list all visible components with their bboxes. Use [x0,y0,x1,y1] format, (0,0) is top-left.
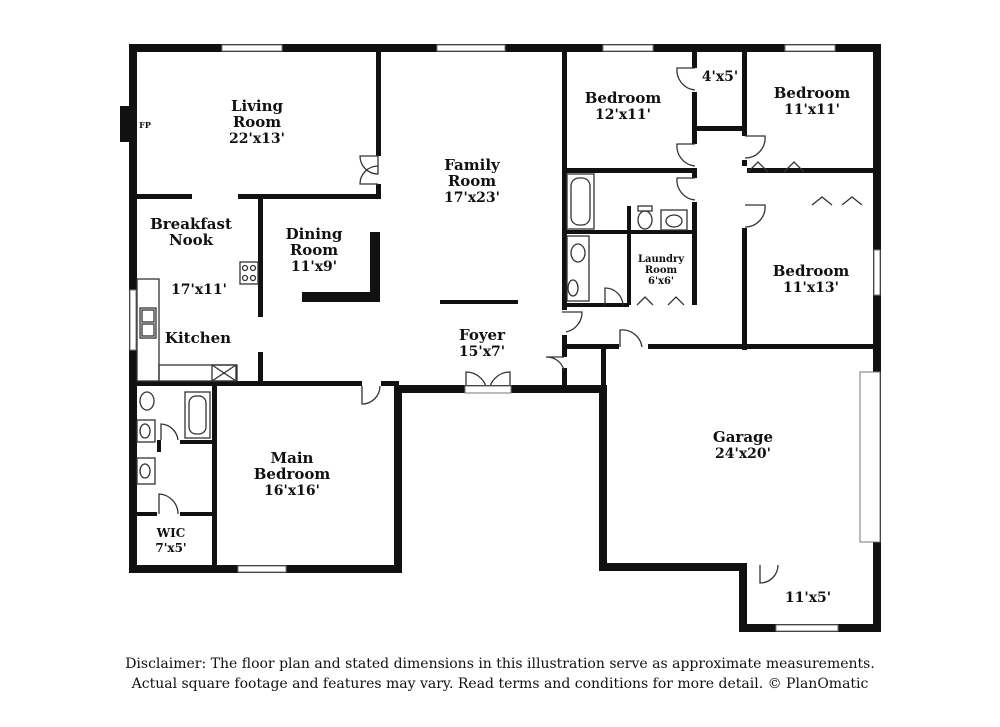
garage-dim: 24'x20' [715,446,771,462]
sink [136,419,156,443]
storage-dim: 11'x5' [785,590,831,606]
interior-walls [137,52,873,571]
kitchen-counter [136,278,160,382]
garage-name: Garage [713,428,773,446]
main-bedroom-dim: 16'x16' [264,483,320,499]
window [784,44,836,52]
sink [136,457,156,485]
windows [129,44,881,632]
laundry-room-name: Laundry [638,254,685,265]
window [873,249,881,296]
disclaimer-line-2: Actual square footage and features may v… [131,676,869,692]
toilet [637,210,653,230]
garage-door [859,371,881,543]
kitchen-name: Kitchen [165,329,231,347]
window [129,289,137,351]
main-bedroom-name: Main [271,449,314,467]
foyer-dim: 15'x7' [459,344,505,360]
bathtub [184,391,211,439]
wic-name: WIC [156,526,186,540]
sink [660,209,688,231]
fixtures [136,173,688,485]
foyer-name: Foyer [459,326,506,344]
sink [567,279,579,297]
bedroom-dim: 12'x11' [595,107,651,123]
fireplace-label: FP [139,120,151,130]
window [237,565,287,573]
family-room-name: Room [448,172,496,190]
family-room-name: Family [444,156,501,174]
disclaimer-line-1: Disclaimer: The floor plan and stated di… [125,656,875,672]
kitchen-dim: 17'x11' [171,282,227,298]
laundry-room-name: Room [645,265,678,276]
kitchen-sink [139,307,157,339]
breakfast-nook-name: Breakfast [150,215,232,233]
toilet [139,391,155,411]
bedroom-name: Bedroom [774,84,851,102]
window [436,44,506,52]
window [775,624,839,632]
toilet [570,243,586,263]
labels: FP Living Room 22'x13' Family Room 17'x2… [139,69,850,606]
closet-dim: 4'x5' [702,69,738,85]
window [221,44,283,52]
dining-room-dim: 11'x9' [291,259,337,275]
doors [158,67,863,584]
bedroom-dim: 11'x11' [784,102,840,118]
dining-room-name: Room [290,241,338,259]
living-room-name: Room [233,113,281,131]
stove [239,261,259,285]
breakfast-nook-name: Nook [169,231,214,249]
living-room-name: Living [231,97,284,115]
dining-room-name: Dining [286,225,343,243]
bedroom-dim: 11'x13' [783,280,839,296]
bathtub [566,173,595,230]
bedroom-name: Bedroom [773,262,850,280]
window [602,44,654,52]
refrigerator [211,364,237,382]
laundry-room-dim: 6'x6' [648,276,674,287]
main-bedroom-name: Bedroom [254,465,331,483]
living-room-dim: 22'x13' [229,131,285,147]
family-room-dim: 17'x23' [444,190,500,206]
bedroom-name: Bedroom [585,89,662,107]
wic-dim: 7'x5' [155,541,186,555]
